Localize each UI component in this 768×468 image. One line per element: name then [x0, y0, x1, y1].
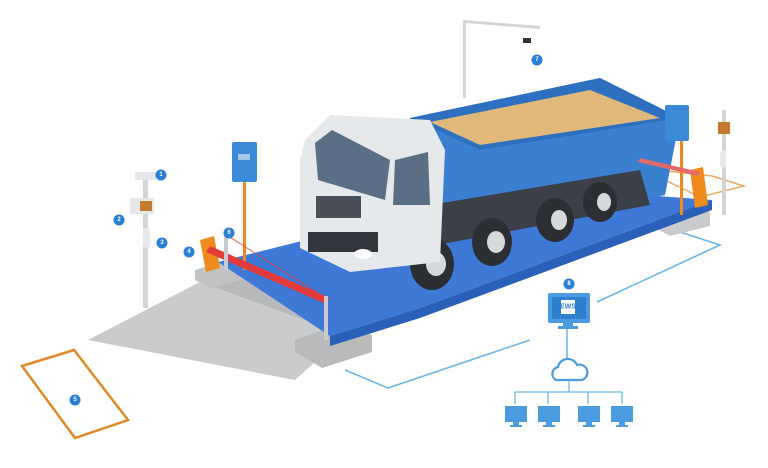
right-pole [718, 110, 730, 215]
ews-label: EWS [560, 304, 576, 311]
barrier-gate-right [638, 158, 708, 208]
weighbridge-platform [218, 186, 712, 336]
kiosk-left [232, 142, 257, 270]
truck [300, 78, 680, 290]
truck-headlight [354, 249, 372, 259]
client-monitors [505, 406, 633, 427]
ramp-left [88, 282, 345, 380]
kiosk-right [665, 105, 689, 215]
camera-1 [135, 172, 157, 180]
left-pole [130, 172, 157, 308]
svg-text:4: 4 [187, 249, 191, 255]
svg-text:3: 3 [160, 240, 164, 246]
truck-bumper [308, 232, 378, 252]
overhead-camera-pole [463, 20, 540, 98]
callout-7: 7 [531, 54, 543, 66]
truck-cargo-sand [430, 90, 660, 145]
svg-text:1: 1 [159, 172, 163, 178]
svg-text:7: 7 [535, 57, 539, 63]
truck-grille [316, 196, 361, 218]
truck-windshield [315, 130, 390, 200]
callout-6: 6 [223, 227, 235, 239]
barrier-gate-left [200, 234, 330, 340]
callout-5: 5 [69, 394, 81, 406]
camera-7 [523, 38, 531, 43]
callout-1: 1 [155, 169, 167, 181]
ews-workstation: EWS [548, 293, 590, 329]
svg-text:6: 6 [227, 230, 231, 236]
callout-8: 8 [563, 278, 575, 290]
monitor-icon [578, 406, 600, 427]
callout-3: 3 [156, 237, 168, 249]
weighbridge-platform-edge [330, 200, 712, 346]
monitor-icon [538, 406, 560, 427]
truck-side-window [393, 152, 430, 205]
callout-4: 4 [183, 246, 195, 258]
positioning-zone-left [19, 348, 131, 440]
network-tree [514, 380, 623, 404]
svg-text:2: 2 [117, 217, 121, 223]
cloud-icon [551, 357, 589, 382]
svg-text:5: 5 [73, 397, 77, 403]
traffic-light [143, 228, 150, 248]
monitor-icon [505, 406, 527, 427]
svg-text:8: 8 [567, 281, 571, 287]
callout-badges: 1 2 3 4 5 6 7 8 [69, 54, 575, 406]
monitor-icon [611, 406, 633, 427]
callout-2: 2 [113, 214, 125, 226]
